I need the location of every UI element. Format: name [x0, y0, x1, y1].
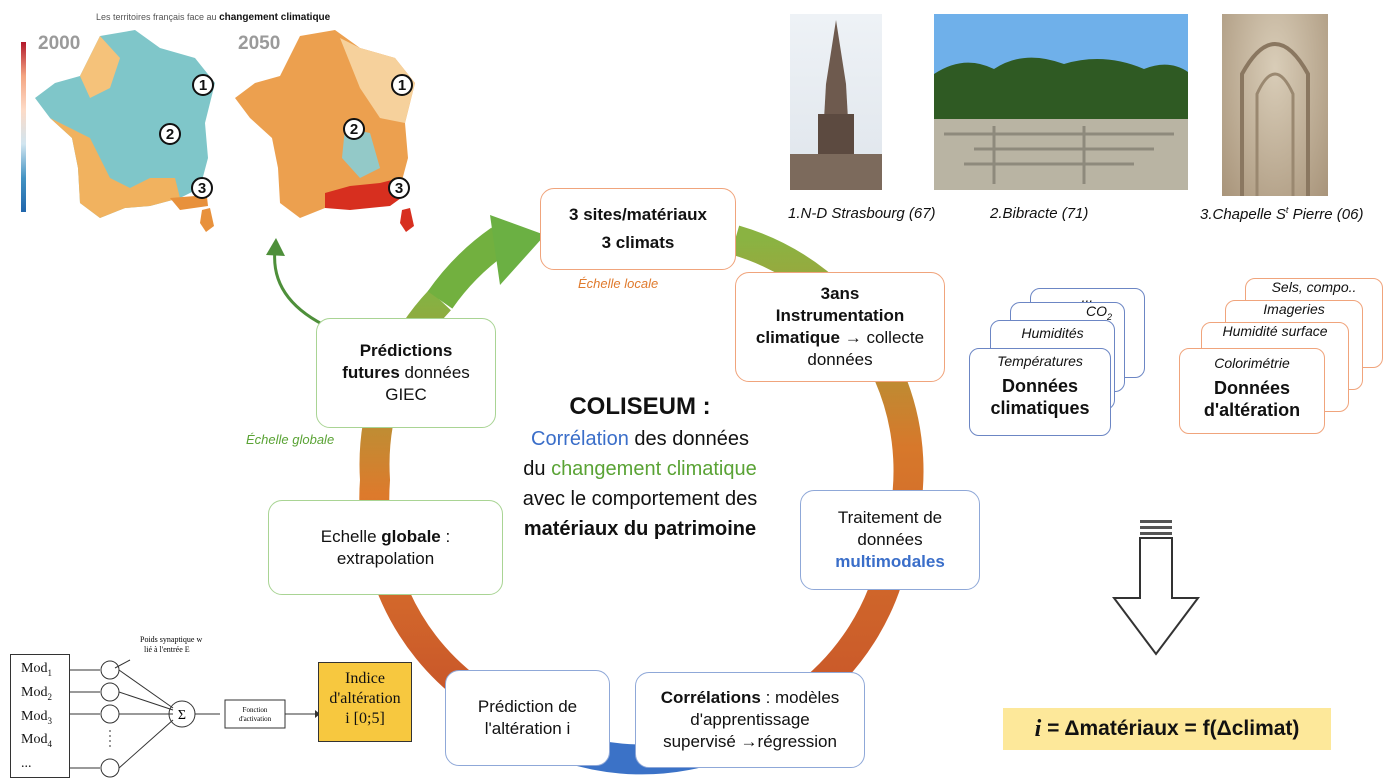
box-sites-climats: 3 sites/matériaux 3 climats: [540, 188, 736, 270]
box-extrapolation: Echelle globale : extrapolation: [268, 500, 503, 595]
box-prediction-alteration: Prédiction de l'altération i: [445, 670, 610, 766]
box-predictions-futures: Prédictions futures données GIEC: [316, 318, 496, 428]
photo-strasbourg: [790, 14, 882, 190]
maps-title: Les territoires français face au changem…: [96, 12, 331, 23]
box-traitement: Traitement de données multimodales: [800, 490, 980, 590]
photo-chapelle: [1222, 14, 1328, 196]
network-diagram: Σ Poids synaptique w lié à l'entrée E Fo…: [70, 635, 320, 778]
box-instrumentation: 3ans Instrumentation climatique → collec…: [735, 272, 945, 382]
center-title: COLISEUM :: [569, 393, 711, 420]
map-marker-1-right: 1: [391, 74, 413, 96]
stack-climate: ... CO2 Humidités Températures Données c…: [965, 288, 1185, 438]
photo-bibracte: [934, 14, 1188, 190]
model-list: Mod1 Mod2 Mod3 Mod4 ...: [10, 654, 70, 778]
map-color-scale: [21, 42, 26, 212]
map-2050: [235, 30, 415, 232]
box-correlations: Corrélations : modèles d'apprentissage s…: [635, 672, 865, 768]
caption-bibracte: 2.Bibracte (71): [990, 205, 1089, 222]
formula-box: i = Δmatériaux = f(Δclimat): [1003, 708, 1331, 750]
label-echelle-locale: Échelle locale: [578, 276, 659, 291]
stack-alteration: Sels, compo.. Imageries Humidité surface…: [1175, 278, 1390, 438]
map-2000: [35, 30, 215, 232]
map-marker-2-right: 2: [343, 118, 365, 140]
indice-box: Indice d'altération i [0;5]: [318, 662, 412, 742]
map-year-2050: 2050: [238, 33, 281, 54]
caption-chapelle: 3.Chapelle St Pierre (06): [1200, 205, 1364, 223]
alteration-card-main: Colorimétrie Données d'altération: [1179, 348, 1325, 434]
cathedral-image: [790, 20, 882, 190]
activation-label-2: d'activation: [239, 715, 272, 723]
chapel-image: [1240, 42, 1310, 196]
map-marker-1-left: 1: [192, 74, 214, 96]
climate-maps: Les territoires français face au changem…: [0, 0, 430, 240]
ruins-image: [934, 14, 1188, 190]
map-marker-3-right: 3: [388, 177, 410, 199]
map-marker-3-left: 3: [191, 177, 213, 199]
center-statement: COLISEUM : Corrélation des données du ch…: [490, 392, 790, 544]
map-year-2000: 2000: [38, 33, 81, 54]
label-echelle-globale: Échelle globale: [246, 432, 335, 447]
caption-strasbourg: 1.N-D Strasbourg (67): [788, 205, 936, 222]
activation-label-1: Fonction: [243, 706, 268, 714]
weight-label-2: lié à l'entrée E: [144, 645, 190, 654]
down-arrow-icon: [1112, 520, 1200, 656]
neural-network: Mod1 Mod2 Mod3 Mod4 ... Σ Poids synaptiq…: [0, 630, 430, 778]
climate-card-main: Températures Données climatiques: [969, 348, 1111, 436]
sum-symbol: Σ: [178, 708, 186, 723]
weight-label-1: Poids synaptique w: [140, 635, 202, 644]
map-marker-2-left: 2: [159, 123, 181, 145]
